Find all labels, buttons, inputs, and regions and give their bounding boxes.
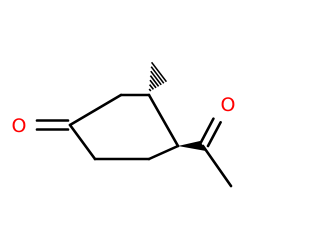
bond-c4-c5 (147, 144, 180, 161)
bond-c6-c1 (68, 123, 97, 161)
ketone-oxygen-label: O (12, 115, 27, 137)
acetyl-group: O (197, 94, 236, 188)
hash-line (148, 84, 155, 90)
ketone-carbonyl: O (12, 115, 70, 137)
cyclohexanone-ring (68, 93, 180, 161)
acetyl-oxygen-label: O (221, 94, 236, 116)
acetyl-methyl-bond (201, 144, 233, 188)
acetyl-carbonyl-bond-right (206, 121, 222, 148)
hash-line (148, 88, 152, 92)
hash-line (149, 75, 160, 87)
hash-line (149, 79, 157, 89)
acetyl-carbonyl-bond-left (197, 117, 215, 148)
bond-c3-c4 (147, 93, 180, 148)
molecule-structure: O O (12, 61, 236, 188)
bond-c1-c2 (68, 93, 123, 127)
hash-line (150, 66, 165, 84)
hash-line (150, 61, 168, 83)
methyl-hashed-wedge (148, 61, 168, 92)
hash-line (150, 70, 162, 86)
